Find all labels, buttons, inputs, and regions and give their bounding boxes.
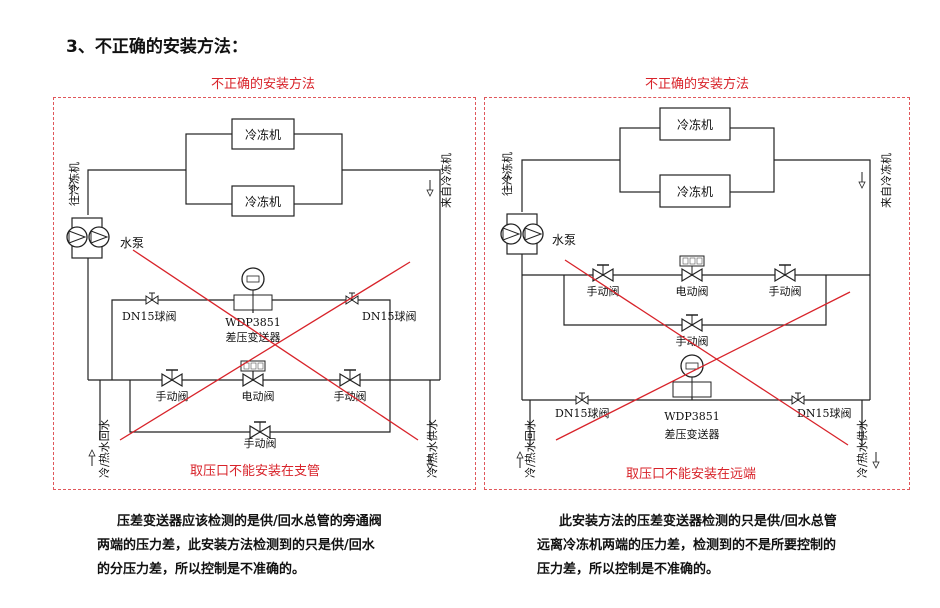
right-chiller-bottom-label: 冷冻机: [677, 184, 713, 199]
left-bypass-valve-label: 手动阀: [244, 436, 277, 450]
left-description-line-3: 的分压力差，所以控制是不准确的。: [97, 562, 306, 577]
section-heading: 3、不正确的安装方法：: [66, 37, 248, 57]
left-to-chiller-label: 往冷冻机: [67, 162, 81, 206]
left-electric-valve-icon: [240, 360, 266, 387]
left-electric-valve-label: 电动阀: [242, 389, 275, 403]
right-manual-valve-label-2: 手动阀: [769, 284, 802, 298]
right-error-cross-line-2: [555, 291, 851, 441]
right-panel-caption: 取压口不能安装在远端: [626, 467, 757, 482]
left-ball-valve-label-2: DN15球阀: [362, 309, 416, 323]
left-manual-valve-label-1: 手动阀: [156, 389, 189, 403]
left-return-water-label: 冷/热水回水: [98, 419, 111, 478]
left-description: 压差变送器应该检测的是供/回水总管的旁通阀 两端的压力差，此安装方法检测到的只是…: [97, 510, 382, 582]
right-transmitter-name: 差压变送器: [665, 427, 720, 441]
right-supply-water-label: 冷/热水供水: [855, 419, 869, 478]
left-down-arrow-icon: [426, 179, 434, 197]
right-panel-title: 不正确的安装方法: [645, 77, 750, 92]
left-chiller-bottom-label: 冷冻机: [245, 194, 281, 209]
left-panel-title: 不正确的安装方法: [211, 77, 316, 92]
right-ball-valve-label-1: DN15球阀: [555, 406, 609, 420]
left-transmitter-model: WDP3851: [225, 316, 281, 329]
left-diagram: [71, 118, 441, 440]
left-chiller-top-box: [231, 118, 295, 150]
left-ball-valve-icon-1: [145, 292, 159, 305]
right-chiller-bottom-box: [659, 174, 731, 208]
right-transmitter-model: WDP3851: [664, 410, 720, 423]
right-diagram-frame: [484, 97, 910, 490]
left-chiller-top-label: 冷冻机: [245, 127, 281, 142]
left-diagram-frame: [53, 97, 476, 490]
right-chiller-top-label: 冷冻机: [677, 117, 713, 132]
left-pump-icon-a: [66, 226, 88, 248]
right-pump-label: 水泵: [552, 233, 576, 247]
left-pump-icon-b: [88, 226, 110, 248]
left-panel-caption: 取压口不能安装在支管: [190, 464, 321, 479]
left-chiller-bottom-box: [231, 185, 295, 217]
left-supply-water-label: 冷/热水供水: [425, 419, 439, 478]
left-bypass-valve-icon: [249, 421, 271, 439]
left-manual-valve-icon-2: [339, 369, 361, 387]
right-from-chiller-label: 来自冷冻机: [879, 153, 893, 208]
left-transmitter-name: 差压变送器: [226, 330, 281, 344]
left-ball-valve-label-1: DN15球阀: [122, 309, 176, 323]
left-transmitter-icon: [233, 267, 273, 311]
right-chiller-top-box: [659, 107, 731, 141]
right-electric-valve-label: 电动阀: [676, 284, 709, 298]
right-description-line-3: 压力差，所以控制是不准确的。: [537, 562, 720, 577]
left-return-arrow-icon: [88, 449, 96, 467]
left-manual-valve-label-2: 手动阀: [334, 389, 367, 403]
right-return-water-label: 冷/热水回水: [524, 419, 537, 478]
right-description-line-1: 此安装方法的压差变送器检测的只是供/回水总管: [559, 514, 837, 529]
left-pump-label: 水泵: [120, 236, 144, 250]
right-manual-valve-label-1: 手动阀: [587, 284, 620, 298]
right-description-line-2: 远离冷冻机两端的压力差，检测到的不是所要控制的: [537, 538, 837, 553]
left-manual-valve-icon-1: [161, 369, 183, 387]
right-error-cross-line-1: [564, 259, 849, 446]
right-description: 此安装方法的压差变送器检测的只是供/回水总管 远离冷冻机两端的压力差，检测到的不…: [537, 510, 837, 582]
left-description-line-2: 两端的压力差，此安装方法检测到的只是供/回水: [97, 538, 375, 553]
right-ball-valve-label-2: DN15球阀: [797, 406, 851, 420]
left-description-line-1: 压差变送器应该检测的是供/回水总管的旁通阀: [117, 514, 382, 529]
right-to-chiller-label: 往冷冻机: [500, 152, 514, 196]
right-diagram: [506, 107, 871, 445]
left-from-chiller-label: 来自冷冻机: [439, 153, 453, 208]
left-error-cross-line-2: [119, 261, 411, 441]
